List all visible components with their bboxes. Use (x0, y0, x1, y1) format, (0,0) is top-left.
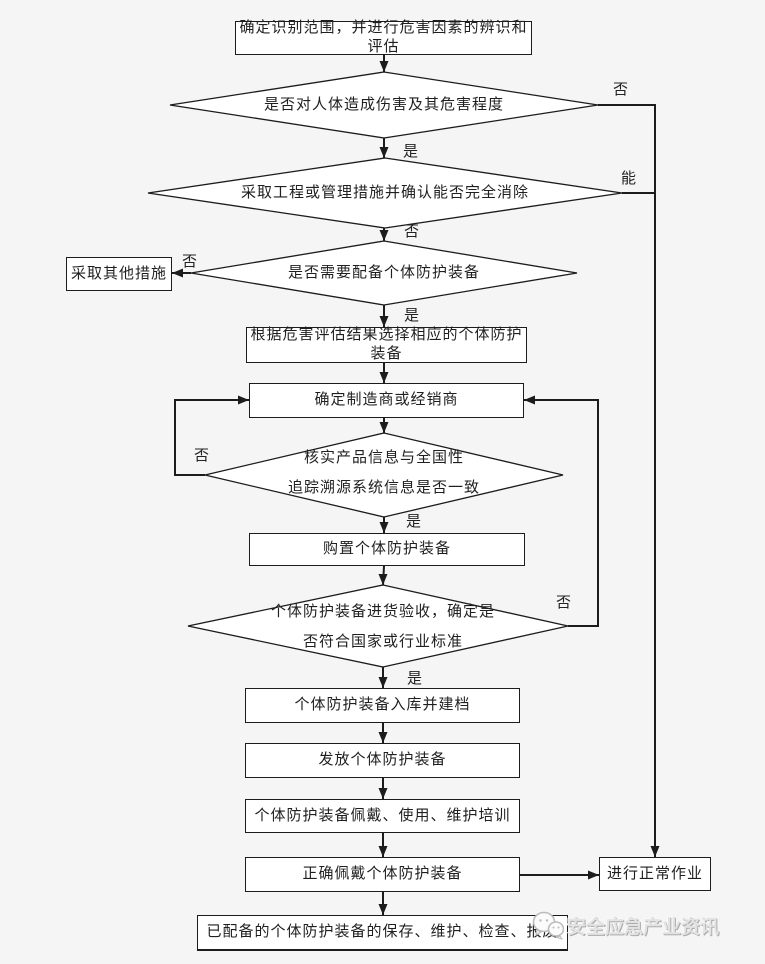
watermark-text: 安全应急产业资讯 (567, 916, 720, 938)
edge-label-no-eliminate: 否 (404, 224, 420, 240)
decision-verify-info-label: 核实产品信息与全国性 追踪溯源系统信息是否一致 (287, 450, 480, 496)
edge-label-no-harm: 否 (613, 82, 629, 98)
node-start-label: 确定识别范围，并进行危害因素的辨识和评估 (239, 20, 528, 55)
node-select-ppe: 根据危害评估结果选择相应的个体防护装备 (246, 327, 527, 363)
node-wear-label: 正确佩戴个体防护装备 (302, 866, 463, 883)
node-warehouse-label: 个体防护装备入库并建档 (294, 697, 471, 714)
decision-verify-info-shape (204, 432, 564, 518)
node-choose-supplier-label: 确定制造商或经销商 (314, 392, 459, 409)
node-start: 确定识别范围，并进行危害因素的辨识和评估 (235, 20, 532, 55)
decision-acceptance-shape (187, 584, 569, 668)
decision-harm-label: 是否对人体造成伤害及其危害程度 (263, 97, 504, 113)
wechat-chat-bubbles-icon (532, 911, 564, 940)
edge-label-no-need-ppe: 否 (182, 254, 198, 270)
edge-label-yes-harm: 是 (403, 144, 419, 160)
node-purchase: 购置个体防护装备 (249, 533, 525, 566)
node-normal-work: 进行正常作业 (599, 857, 711, 891)
node-purchase-label: 购置个体防护装备 (322, 541, 451, 558)
edge-label-yes-need-ppe: 是 (404, 308, 420, 324)
node-maintain-label: 已配备的个体防护装备的保存、维护、检查、报废 (206, 924, 559, 941)
decision-acceptance-label: 个体防护装备进货验收，确定是 否符合国家或行业标准 (270, 604, 495, 650)
arrowheads (172, 61, 660, 915)
node-distribute: 发放个体防护装备 (245, 743, 520, 778)
node-wear: 正确佩戴个体防护装备 (245, 857, 520, 892)
edge-label-yes-acceptance: 是 (407, 671, 423, 687)
node-choose-supplier: 确定制造商或经销商 (249, 383, 524, 418)
node-maintain: 已配备的个体防护装备的保存、维护、检查、报废 (197, 915, 568, 951)
node-training-label: 个体防护装备佩戴、使用、维护培训 (254, 807, 511, 824)
decision-need-ppe-label: 是否需要配备个体防护装备 (287, 265, 480, 281)
decision-diamonds (147, 71, 623, 668)
node-distribute-label: 发放个体防护装备 (318, 752, 447, 769)
decision-harm-shape (169, 71, 599, 139)
node-training: 个体防护装备佩戴、使用、维护培训 (245, 799, 520, 833)
node-other-measures: 采取其他措施 (66, 257, 172, 291)
decision-eliminate-shape (147, 157, 623, 229)
decision-eliminate-label: 采取工程或管理措施并确认能否完全消除 (240, 185, 529, 201)
node-warehouse: 个体防护装备入库并建档 (245, 688, 520, 723)
edge-label-no-acceptance: 否 (556, 595, 572, 611)
edge-label-yes-verify: 是 (406, 514, 422, 530)
node-normal-work-label: 进行正常作业 (606, 865, 703, 882)
edge-label-no-verify: 否 (194, 448, 210, 464)
node-select-ppe-label: 根据危害评估结果选择相应的个体防护装备 (250, 327, 523, 362)
decision-need-ppe-shape (190, 240, 578, 306)
watermark: 安全应急产业资讯 (532, 910, 719, 940)
edge-label-can-eliminate: 能 (621, 171, 637, 187)
node-other-measures-label: 采取其他措施 (70, 265, 167, 282)
